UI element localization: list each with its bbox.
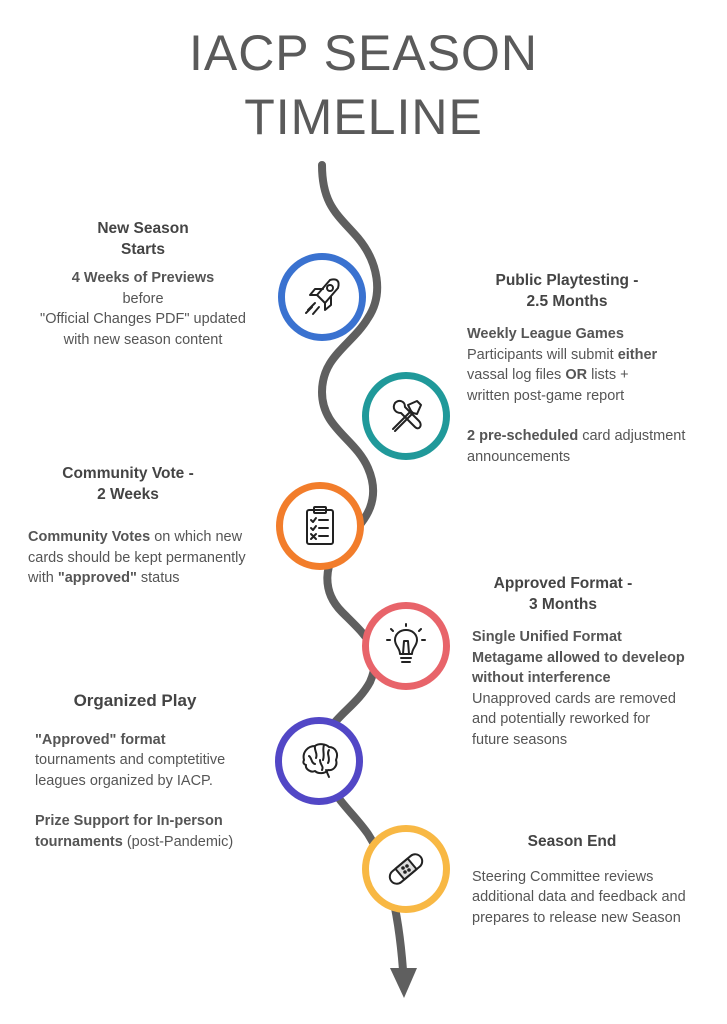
stage-heading: Season End bbox=[527, 833, 617, 850]
stage-text-line: cards should be kept permanently bbox=[28, 549, 246, 566]
stage-heading-line1: Public Playtesting - bbox=[495, 272, 639, 289]
stage-heading-line2: 2 Weeks bbox=[97, 485, 159, 503]
stage-heading-line2: 3 Months bbox=[528, 595, 598, 613]
stage-text-line: with new season content bbox=[63, 331, 223, 348]
stage-text-line: Community Votes on which new bbox=[28, 529, 243, 545]
stage-heading-line2: 2.5 Months bbox=[526, 292, 608, 310]
stage-playtesting: Public Playtesting - 2.5 Months Weekly L… bbox=[467, 271, 717, 467]
stage-heading-line1: Approved Format - bbox=[493, 575, 633, 592]
bandage-icon bbox=[388, 853, 424, 885]
stage-text-line: without interference bbox=[472, 670, 611, 686]
stage-heading-line1: Community Vote - bbox=[62, 465, 194, 482]
stage-text-line: announcements bbox=[467, 448, 571, 465]
stage-new-season: New Season Starts 4 Weeks of Previews be… bbox=[12, 219, 274, 350]
stage-vote: Community Vote - 2 Weeks Community Votes… bbox=[28, 464, 268, 589]
stage-text-line: with "approved" status bbox=[28, 570, 180, 586]
stage-text-line: tournaments (post-Pandemic) bbox=[35, 833, 234, 850]
stage-circle-playtesting bbox=[362, 372, 450, 460]
stage-text-line: future seasons bbox=[472, 731, 568, 748]
stage-text-line: Unapproved cards are removed bbox=[472, 690, 676, 707]
stage-circle-vote bbox=[276, 482, 364, 570]
page-title-line1: IACP SEASON bbox=[188, 25, 539, 81]
stage-text-line: Prize Support for In-person bbox=[35, 813, 223, 829]
stage-heading: Organized Play bbox=[73, 691, 197, 710]
stage-heading-line1: New Season bbox=[97, 220, 189, 237]
stage-text-line: "Official Changes PDF" updated bbox=[40, 311, 246, 327]
rocket-icon bbox=[305, 278, 340, 315]
stage-text-line: before bbox=[122, 290, 164, 307]
stage-text-line: and potentially reworked for bbox=[472, 711, 651, 727]
stage-text-line: 2 pre-scheduled card adjustment bbox=[467, 428, 686, 444]
page-title-line2: TIMELINE bbox=[244, 89, 483, 145]
stage-text-line: "Approved" format bbox=[35, 731, 166, 748]
stage-text-line: vassal log files OR lists + bbox=[467, 367, 629, 383]
clipboard-icon bbox=[306, 506, 334, 545]
stage-text-line: Steering Committee reviews bbox=[472, 868, 654, 885]
stage-text-line: Participants will submit either bbox=[467, 346, 658, 363]
stage-text-line: Single Unified Format bbox=[472, 629, 622, 645]
stage-text-line: Weekly League Games bbox=[467, 326, 624, 342]
stage-heading-line2: Starts bbox=[121, 240, 165, 258]
stage-circle-new-season bbox=[278, 253, 366, 341]
stage-circle-approved bbox=[362, 602, 450, 690]
stage-text-line: leagues organized by IACP. bbox=[35, 772, 213, 789]
stage-text-line: prepares to release new Season bbox=[472, 909, 681, 926]
stage-season-end: Season End Steering Committee reviews ad… bbox=[472, 832, 720, 928]
stage-text-line: additional data and feedback and bbox=[472, 889, 686, 905]
stage-circle-season-end bbox=[362, 825, 450, 913]
brain-icon bbox=[302, 743, 339, 778]
stage-text-line: tournaments and comptetitive bbox=[35, 752, 226, 768]
stage-organized: Organized Play "Approved" format tournam… bbox=[35, 691, 275, 852]
timeline-arrowhead bbox=[390, 968, 417, 998]
tools-icon bbox=[392, 399, 422, 432]
stage-text-line: written post-game report bbox=[467, 387, 625, 404]
stage-text-line: 4 Weeks of Previews bbox=[71, 270, 215, 286]
stage-circle-organized bbox=[275, 717, 363, 805]
stage-text-line: Metagame allowed to develeop bbox=[472, 649, 685, 666]
stage-approved: Approved Format - 3 Months Single Unifie… bbox=[472, 574, 720, 750]
lightbulb-icon bbox=[386, 623, 426, 663]
